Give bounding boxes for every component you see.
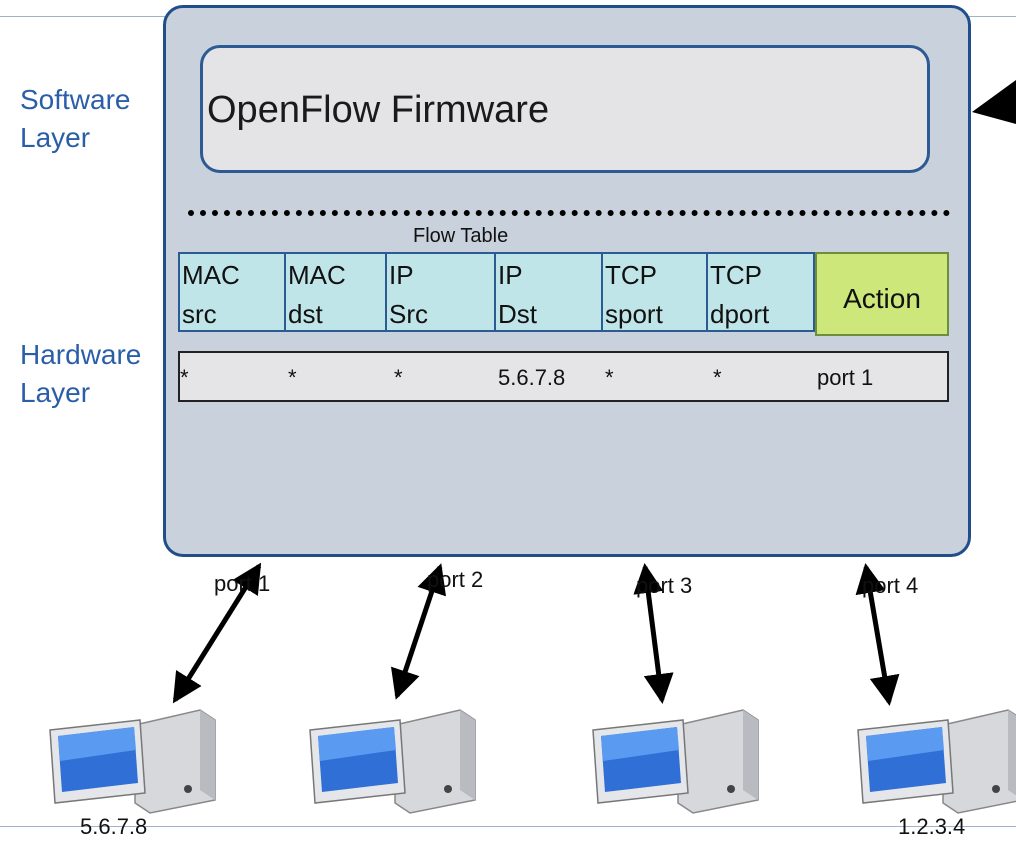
flow-table-rule-row: * * * 5.6.7.8 * * port 1 (178, 351, 949, 402)
header-tcp-sport-line1: TCP (605, 260, 657, 290)
computer-icon (592, 709, 759, 814)
link-arrow-port1 (172, 562, 262, 704)
link-arrow-port4 (855, 563, 900, 706)
header-tcp-dport: TCP dport (706, 252, 815, 332)
openflow-firmware-label: OpenFlow Firmware (207, 89, 550, 131)
header-mac-dst: MAC dst (284, 252, 387, 332)
openflow-firmware-box (200, 45, 930, 173)
header-mac-src-line2: src (182, 299, 217, 329)
header-mac-src-line1: MAC (182, 260, 240, 290)
rule-ip-src: * (394, 365, 403, 390)
header-tcp-dport-line1: TCP (710, 260, 762, 290)
software-hardware-divider (188, 210, 950, 216)
host-1-ip: 5.6.7.8 (80, 814, 148, 839)
rule-tcp-dport: * (713, 365, 722, 390)
controller-arrowhead (972, 80, 1016, 124)
header-mac-dst-line1: MAC (288, 260, 346, 290)
header-mac-src: MAC src (178, 252, 286, 332)
host-4-ip: 1.2.3.4 (898, 814, 966, 839)
rule-tcp-sport: * (605, 365, 614, 390)
header-action: Action (815, 252, 949, 336)
rule-mac-src: * (180, 365, 189, 390)
slide-bottom-rule (0, 826, 1016, 827)
rule-action: port 1 (817, 365, 874, 390)
header-mac-dst-line2: dst (288, 299, 323, 329)
hardware-layer-label-line1: Hardware (20, 339, 142, 370)
header-tcp-sport: TCP sport (601, 252, 708, 332)
rule-mac-dst: * (288, 365, 297, 390)
link-arrow-port3 (633, 563, 674, 704)
header-tcp-sport-line2: sport (605, 299, 663, 329)
header-ip-src-line2: Src (389, 299, 428, 329)
rule-ip-dst: 5.6.7.8 (498, 365, 566, 390)
port-label-2: port 2 (427, 567, 484, 592)
port-label-3: port 3 (636, 573, 693, 598)
header-action-label: Action (843, 283, 921, 314)
computer-icon (309, 709, 476, 814)
header-ip-dst-line2: Dst (498, 299, 537, 329)
header-tcp-dport-line2: dport (710, 299, 770, 329)
software-layer-label-line1: Software (20, 84, 131, 115)
software-layer-label-line2: Layer (20, 122, 91, 153)
port-label-1: port 1 (214, 571, 271, 596)
computer-icon (857, 709, 1016, 814)
flow-table-caption: Flow Table (413, 225, 509, 247)
header-ip-dst-line1: IP (498, 260, 523, 290)
hardware-layer-label-line2: Layer (20, 377, 91, 408)
header-ip-src-line1: IP (389, 260, 414, 290)
link-arrow-port2 (390, 563, 447, 700)
computer-icon (49, 709, 216, 814)
header-ip-dst: IP Dst (494, 252, 603, 332)
port-label-4: port 4 (862, 573, 919, 598)
